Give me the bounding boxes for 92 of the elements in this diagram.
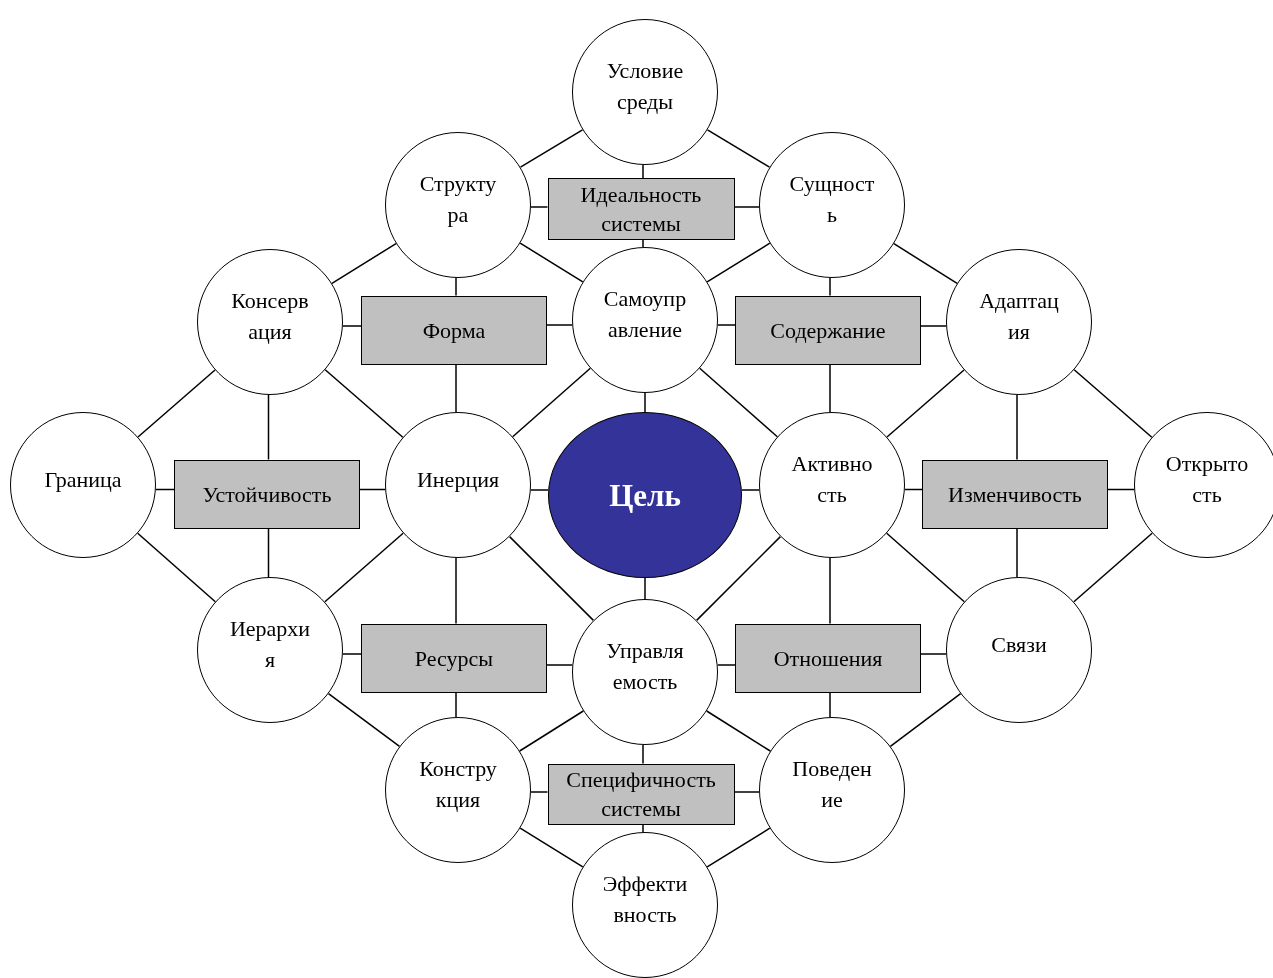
connector-line: [155, 488, 175, 491]
concept-label: Идеальность системы: [580, 181, 702, 238]
concept-box: [361, 623, 547, 693]
concept-label: Структу ра: [419, 170, 497, 229]
connector-line: [717, 324, 736, 326]
concept-label: Содержание: [770, 316, 886, 345]
connector-line: [455, 363, 457, 413]
concept-label: Иерархи я: [229, 615, 311, 674]
connector-line: [889, 692, 962, 748]
concept-box: [922, 459, 1108, 529]
connector-line: [331, 242, 397, 285]
connector-line: [1107, 488, 1135, 491]
connector-line: [706, 242, 771, 283]
concept-label: Эффекти вность: [602, 870, 688, 929]
connector-line: [324, 532, 404, 603]
connector-line: [530, 206, 549, 208]
connector-line: [705, 710, 772, 752]
connector-line: [530, 489, 549, 491]
connector-line: [642, 823, 644, 833]
connector-line: [1073, 369, 1153, 438]
concept-label: Специфичность системы: [566, 766, 716, 823]
connector-line: [706, 129, 771, 168]
concept-label: Инерция: [416, 465, 500, 494]
concept-label: Форма: [422, 316, 486, 345]
connector-line: [267, 394, 270, 461]
connector-line: [1016, 394, 1018, 461]
concept-label: Поведен ие: [792, 755, 872, 814]
concept-label: Условие среды: [606, 57, 684, 116]
concept-label: Открыто сть: [1165, 450, 1249, 509]
connector-line: [885, 532, 966, 603]
connector-line: [324, 369, 404, 438]
concept-label: Управля емость: [606, 637, 684, 696]
connector-line: [886, 369, 965, 438]
connector-line: [267, 527, 270, 578]
connector-line: [455, 691, 457, 718]
connector-line: [829, 363, 831, 413]
concept-label: Связи: [991, 630, 1047, 659]
connector-line: [327, 692, 401, 748]
connector-line: [733, 791, 760, 793]
connector-line: [741, 489, 760, 491]
connector-line: [716, 664, 736, 666]
connector-line: [644, 392, 646, 413]
connector-line: [829, 557, 831, 625]
concept-box: [547, 763, 735, 825]
connector-line: [1073, 532, 1153, 603]
connector-line: [893, 242, 958, 285]
connector-line: [642, 744, 644, 765]
connector-line: [342, 325, 362, 327]
concept-label: Активно сть: [791, 450, 873, 509]
goal-label: Цель: [609, 479, 681, 511]
connector-line: [829, 277, 831, 297]
concept-box: [735, 623, 921, 693]
connector-line: [695, 535, 782, 622]
concept-label: Констру кция: [419, 755, 497, 814]
concept-label: Сущност ь: [789, 170, 875, 229]
connector-line: [519, 827, 584, 868]
connector-line: [519, 129, 584, 168]
connector-line: [137, 369, 216, 438]
concept-label: Граница: [44, 465, 122, 494]
concept-box: [174, 459, 360, 529]
concept-label: Ресурсы: [414, 644, 494, 673]
connector-line: [1016, 527, 1018, 578]
concept-box: [361, 295, 547, 365]
connector-line: [455, 277, 457, 297]
connector-line: [455, 557, 457, 625]
connector-line: [644, 577, 646, 600]
connector-line: [920, 653, 947, 655]
connector-line: [136, 532, 217, 603]
connector-line: [359, 488, 386, 491]
connector-line: [546, 324, 573, 326]
connector-line: [698, 367, 779, 438]
connector-line: [642, 164, 644, 179]
concept-label: Устойчивость: [202, 480, 332, 509]
connector-line: [342, 653, 362, 655]
concept-label: Адаптац ия: [979, 287, 1059, 346]
concept-box: [547, 178, 735, 240]
concept-label: Изменчивость: [948, 480, 1082, 509]
connector-line: [508, 535, 595, 622]
concept-label: Отношения: [773, 644, 883, 673]
concept-label: Консерв ация: [231, 287, 309, 346]
connector-line: [829, 691, 831, 718]
connector-line: [706, 827, 771, 868]
connector-line: [518, 710, 585, 752]
connector-line: [519, 242, 584, 283]
concept-label: Самоупр авление: [603, 285, 687, 344]
connector-line: [733, 206, 760, 208]
connector-line: [642, 239, 644, 248]
connector-line: [511, 367, 592, 438]
concept-box: [735, 295, 921, 365]
connector-line: [546, 664, 574, 666]
connector-line: [530, 791, 549, 793]
connector-line: [920, 325, 947, 327]
